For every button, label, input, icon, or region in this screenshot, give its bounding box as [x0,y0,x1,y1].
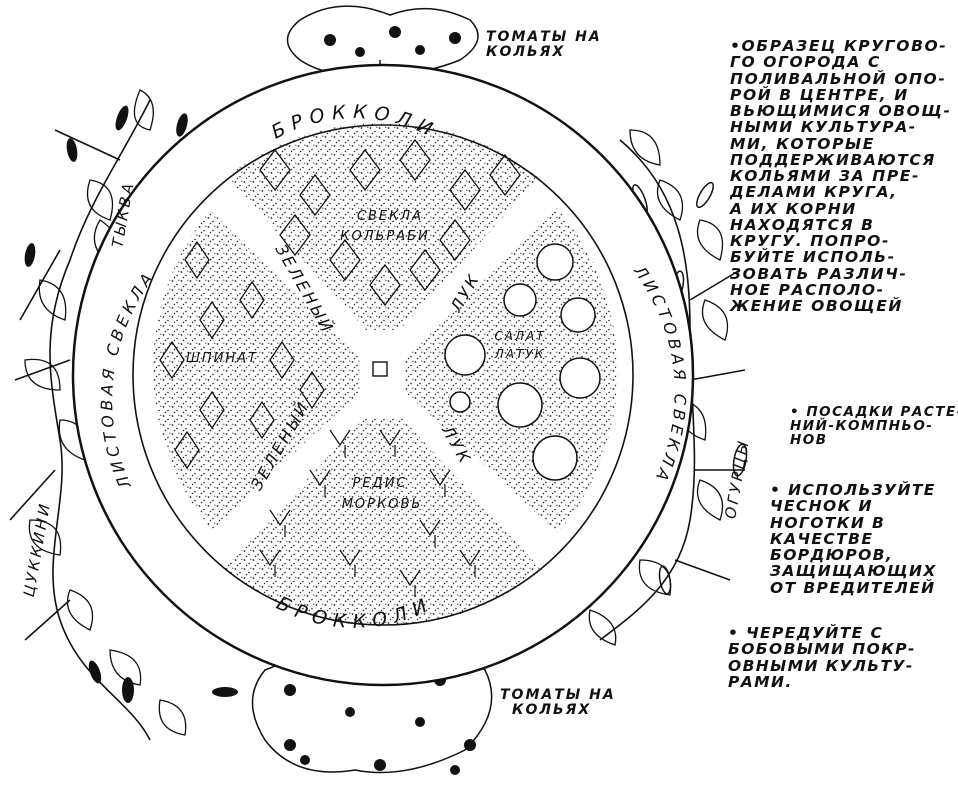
bed-right-label-2: ЛАТУК [494,347,545,361]
label-zucchini: ЦУККИНИ [20,500,55,598]
bed-bottom [225,418,542,626]
label-tomatoes-bottom: ТОМАТЫ НА КОЛЬЯХ [500,687,616,719]
bed-bottom-label-1: РЕДИС [352,476,407,491]
watering-stand [372,361,388,377]
note-bullet-companion: • ПОСАДКИ РАСТЕ- НИЙ-КОМПНЬО- НОВ [790,404,958,449]
bed-top [227,122,539,330]
bed-left-label: ШПИНАТ [186,351,258,366]
pumpkin-vines-left [9,89,187,741]
garden-circle-border [71,63,695,687]
bed-top-label-2: КОЛЬРАБИ [340,229,430,244]
note-main: •ОБРАЗЕЦ КРУГОВО- ГО ОГОРОДА С ПОЛИВАЛЬН… [730,37,952,316]
bed-top-label-1: СВЕКЛА [357,209,423,224]
note-bullet-rotation: • ЧЕРЕДУЙТЕ С БОБОВЫМИ ПОКР- ОВНЫМИ КУЛЬ… [728,624,916,691]
bed-right-label-1: САЛАТ [494,329,545,343]
label-tomatoes-top: ТОМАТЫ НА КОЛЬЯХ [486,29,602,61]
label-cucumbers: ОГУРЦЫ [721,438,753,520]
bed-right [405,208,618,533]
bed-bottom-label-2: МОРКОВЬ [342,497,423,512]
pumpkin-fruits [24,105,238,703]
note-bullet-borders: • ИСПОЛЬЗУЙТЕ ЧЕСНОК И НОГОТКИ В КАЧЕСТВ… [770,481,937,597]
bed-left [153,210,360,530]
